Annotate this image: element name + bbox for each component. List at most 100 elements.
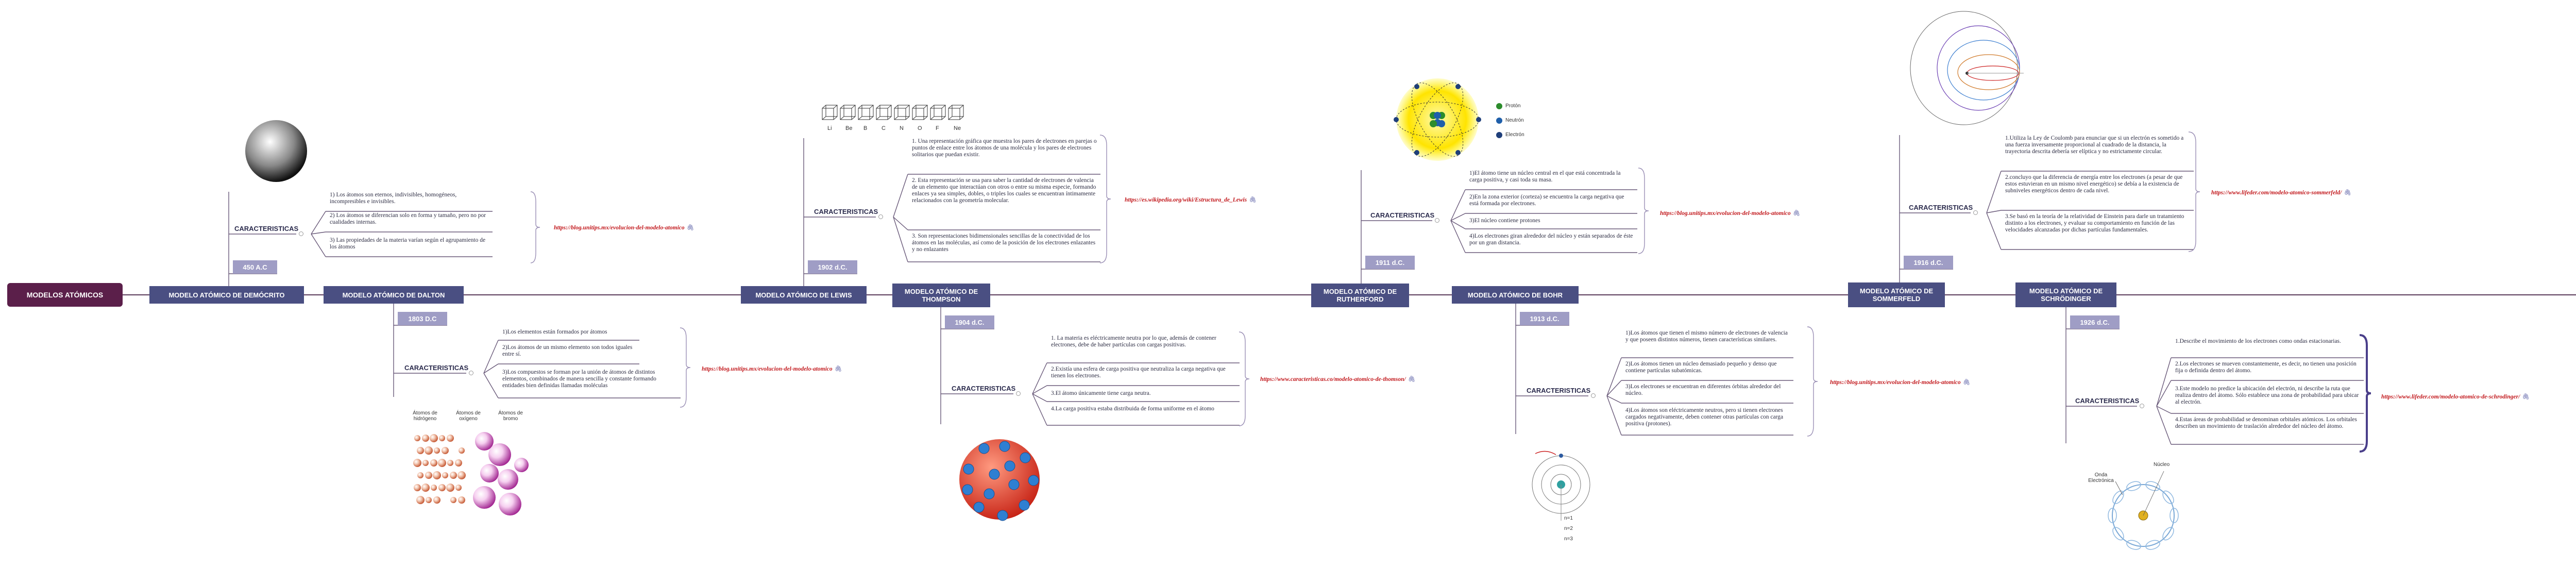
lewis-label: Li — [827, 125, 832, 131]
date-label: 1913 d.C. — [1530, 315, 1559, 323]
lewis-structures-image: LiBeBCNOFNe — [819, 103, 969, 135]
model-node-1[interactable]: MODELO ATÓMICO DE DEMÓCRITO — [149, 286, 304, 304]
collapse-toggle[interactable] — [2140, 404, 2144, 408]
characteristic-item: 3)El núcleo contiene protones — [1469, 218, 1634, 224]
date-badge-1[interactable]: 450 A.C — [233, 260, 277, 274]
characteristic-item: 1.Describe el movimiento de los electron… — [2175, 338, 2361, 345]
characteristic-item: 2.concluyo que la diferencia de energía … — [2005, 174, 2191, 194]
paperclip-icon: 🖇 — [835, 366, 842, 372]
lewis-label: N — [900, 125, 904, 131]
collapse-toggle[interactable] — [299, 231, 303, 236]
date-label: 1803 D.C — [409, 315, 437, 323]
link-text: https://www.caracteristicas.co/modelo-at… — [1260, 376, 1406, 382]
caracteristicas-label-4[interactable]: CARACTERISTICAS — [952, 385, 1015, 392]
orbit-n3-label: n=3 — [1564, 536, 1573, 542]
caracteristicas-label-7[interactable]: CARACTERISTICAS — [1909, 204, 1973, 211]
link-text: https://www.lifeder.com/modelo-atomico-d… — [2381, 394, 2520, 400]
link-text: https://blog.unitips.mx/evolucion-del-mo… — [702, 366, 833, 372]
electron-label: Electrón — [1505, 132, 1524, 138]
paperclip-icon: 🖇 — [2522, 394, 2530, 400]
model-node-5[interactable]: MODELO ATÓMICO DE RUTHERFORD — [1311, 284, 1409, 307]
caracteristicas-label-6[interactable]: CARACTERISTICAS — [1527, 387, 1590, 394]
rutherford-atom-image: Protón Neutrón Electrón — [1370, 72, 1540, 168]
caracteristicas-label-8[interactable]: CARACTERISTICAS — [2075, 397, 2139, 405]
collapse-toggle[interactable] — [1973, 210, 1978, 215]
model-node-3[interactable]: MODELO ATÓMICO DE LEWIS — [741, 286, 867, 304]
characteristic-item: 3.Se basó en la teoría de la relatividad… — [2005, 213, 2191, 234]
reference-link-3[interactable]: https://es.wikipedia.org/wiki/Estructura… — [1125, 196, 1257, 203]
root-node[interactable]: MODELOS ATÓMICOS — [7, 283, 123, 307]
model-label: MODELO ATÓMICO DE DEMÓCRITO — [168, 291, 284, 299]
electron-wave-label: Onda Electrónica — [2087, 472, 2115, 484]
bohr-orbits-image: n=1 n=2 n=3 — [1525, 443, 1613, 546]
characteristic-item: 3. Son representaciones bidimensionales … — [912, 233, 1097, 253]
model-node-4[interactable]: MODELO ATÓMICO DE THOMPSON — [892, 284, 990, 307]
date-badge-3[interactable]: 1902 d.C. — [808, 260, 857, 274]
characteristic-item: 2)En la zona exterior (corteza) se encue… — [1469, 194, 1634, 207]
model-label: MODELO ATÓMICO DE BOHR — [1468, 291, 1563, 299]
characteristic-item: 1)Los elementos están formados por átomo… — [502, 329, 636, 336]
characteristic-item: 2.Los electrones se mueven constantement… — [2175, 361, 2361, 374]
caracteristicas-label-1[interactable]: CARACTERISTICAS — [234, 225, 298, 232]
paperclip-icon: 🖇 — [1793, 210, 1801, 217]
paperclip-icon: 🖇 — [2344, 190, 2351, 196]
model-node-8[interactable]: MODELO ATÓMICO DE SCHRÖDINGER — [2015, 282, 2116, 307]
collapse-toggle[interactable] — [1016, 391, 1021, 396]
proton-label: Protón — [1505, 103, 1520, 109]
date-label: 1902 d.C. — [818, 263, 847, 271]
collapse-toggle[interactable] — [878, 214, 883, 219]
caracteristicas-label-2[interactable]: CARACTERISTICAS — [404, 364, 468, 372]
dalton-atoms-image: Átomos de hidrógeno Átomos de oxígeno Át… — [407, 407, 536, 518]
model-label: MODELO ATÓMICO DE RUTHERFORD — [1314, 288, 1406, 303]
model-label: MODELO ATÓMICO DE LEWIS — [755, 291, 852, 299]
caracteristicas-label-5[interactable]: CARACTERISTICAS — [1370, 211, 1434, 219]
schrodinger-wave-image: Núcleo Onda Electrónica — [2087, 459, 2195, 562]
characteristic-item: 3.Este modelo no predice la ubicación de… — [2175, 386, 2361, 406]
date-badge-6[interactable]: 1913 d.C. — [1520, 312, 1569, 325]
date-label: 450 A.C — [243, 263, 267, 271]
characteristic-item: 1)Los átomos que tienen el mismo número … — [1625, 330, 1790, 343]
date-badge-7[interactable]: 1916 d.C. — [1904, 256, 1953, 269]
reference-link-2[interactable]: https://blog.unitips.mx/evolucion-del-mo… — [702, 365, 842, 372]
date-badge-8[interactable]: 1926 d.C. — [2070, 315, 2120, 329]
paperclip-icon: 🖇 — [1408, 376, 1416, 382]
model-node-6[interactable]: MODELO ATÓMICO DE BOHR — [1452, 286, 1579, 304]
model-label: MODELO ATÓMICO DE SOMMERFELD — [1851, 287, 1942, 303]
characteristic-item: 2)Los átomos de un mismo elemento son to… — [502, 344, 636, 358]
date-label: 1904 d.C. — [955, 319, 984, 326]
characteristic-item: 4)Los átomos son eléctricamente neutros,… — [1625, 407, 1790, 427]
date-label: 1911 d.C. — [1376, 259, 1404, 267]
reference-link-6[interactable]: https://blog.unitips.mx/evolucion-del-mo… — [1830, 378, 1970, 386]
paperclip-icon: 🖇 — [687, 225, 694, 231]
characteristic-item: 4.La carga positiva estaba distribuida d… — [1051, 406, 1236, 412]
reference-link-8[interactable]: https://www.lifeder.com/modelo-atomico-d… — [2381, 393, 2530, 400]
sommerfeld-orbits-image — [1906, 8, 2025, 129]
model-node-7[interactable]: MODELO ATÓMICO DE SOMMERFELD — [1848, 282, 1945, 307]
collapse-toggle[interactable] — [1435, 218, 1439, 223]
characteristic-item: 3.El átomo únicamente tiene carga neutra… — [1051, 390, 1236, 397]
date-badge-4[interactable]: 1904 d.C. — [945, 315, 994, 329]
characteristic-item: 1) Los átomos son eternos, indivisibles,… — [330, 192, 489, 205]
lewis-label: B — [863, 125, 867, 131]
reference-link-5[interactable]: https://blog.unitips.mx/evolucion-del-mo… — [1660, 209, 1800, 217]
characteristic-item: 1. La materia es eléctricamente neutra p… — [1051, 335, 1236, 348]
link-text: https://es.wikipedia.org/wiki/Estructura… — [1125, 197, 1247, 203]
collapse-toggle[interactable] — [1591, 393, 1596, 398]
date-label: 1926 d.C. — [2080, 319, 2109, 326]
characteristic-item: 3) Las propiedades de la materia varían … — [330, 237, 489, 251]
thompson-plum-pudding-image — [953, 433, 1046, 526]
link-text: https://blog.unitips.mx/evolucion-del-mo… — [554, 225, 685, 231]
date-badge-5[interactable]: 1911 d.C. — [1365, 256, 1415, 269]
collapse-toggle[interactable] — [469, 371, 473, 375]
lewis-label: C — [882, 125, 886, 131]
caracteristicas-label-3[interactable]: CARACTERISTICAS — [814, 208, 878, 215]
reference-link-1[interactable]: https://blog.unitips.mx/evolucion-del-mo… — [554, 224, 694, 231]
lewis-label: Ne — [954, 125, 961, 131]
model-node-2[interactable]: MODELO ATÓMICO DE DALTON — [324, 286, 464, 304]
characteristic-item: 1)El átomo tiene un núcleo central en el… — [1469, 170, 1634, 184]
reference-link-7[interactable]: https://www.lifeder.com/modelo-atomico-s… — [2211, 189, 2351, 196]
root-label: MODELOS ATÓMICOS — [27, 291, 104, 299]
date-badge-2[interactable]: 1803 D.C — [398, 312, 447, 325]
link-text: https://blog.unitips.mx/evolucion-del-mo… — [1830, 379, 1961, 386]
reference-link-4[interactable]: https://www.caracteristicas.co/modelo-at… — [1260, 375, 1415, 382]
